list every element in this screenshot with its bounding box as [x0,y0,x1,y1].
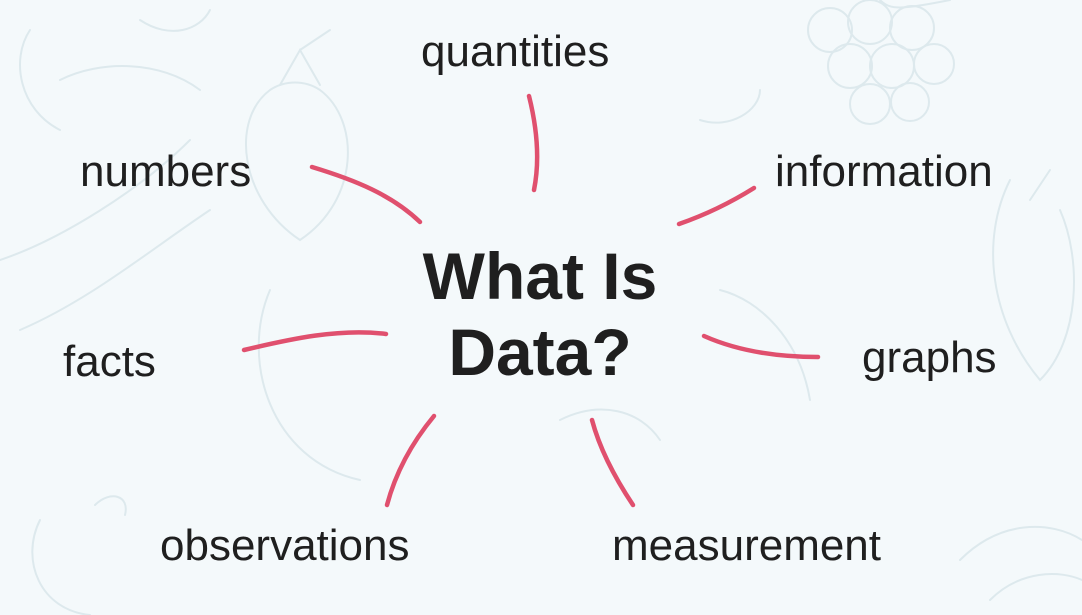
leaves-doodle [959,525,1082,601]
pear-doodle [992,169,1075,382]
connector-numbers [309,164,423,225]
grapes-doodle [807,0,955,125]
center-title-line-1: What Is [422,239,658,313]
fruit-doodle [19,9,211,131]
center-title-line-2: Data? [448,315,632,389]
center-title: What Is Data? [340,238,740,390]
connector-facts [241,330,389,353]
term-observations: observations [160,521,410,570]
connector-observations [384,413,437,508]
connector-quantities [526,93,540,193]
connector-information [676,185,757,227]
leaf-doodle [0,65,211,331]
circle-doodle [257,89,811,481]
term-facts: facts [63,337,156,386]
connector-measurement [589,417,636,508]
term-numbers: numbers [80,147,252,196]
connector-graphs [701,333,821,360]
term-graphs: graphs [862,333,997,382]
term-information: information [775,147,993,196]
apple-doodle [31,495,127,615]
term-measurement: measurement [612,521,882,570]
strawberry-doodle [245,29,349,242]
term-quantities: quantities [421,27,610,76]
